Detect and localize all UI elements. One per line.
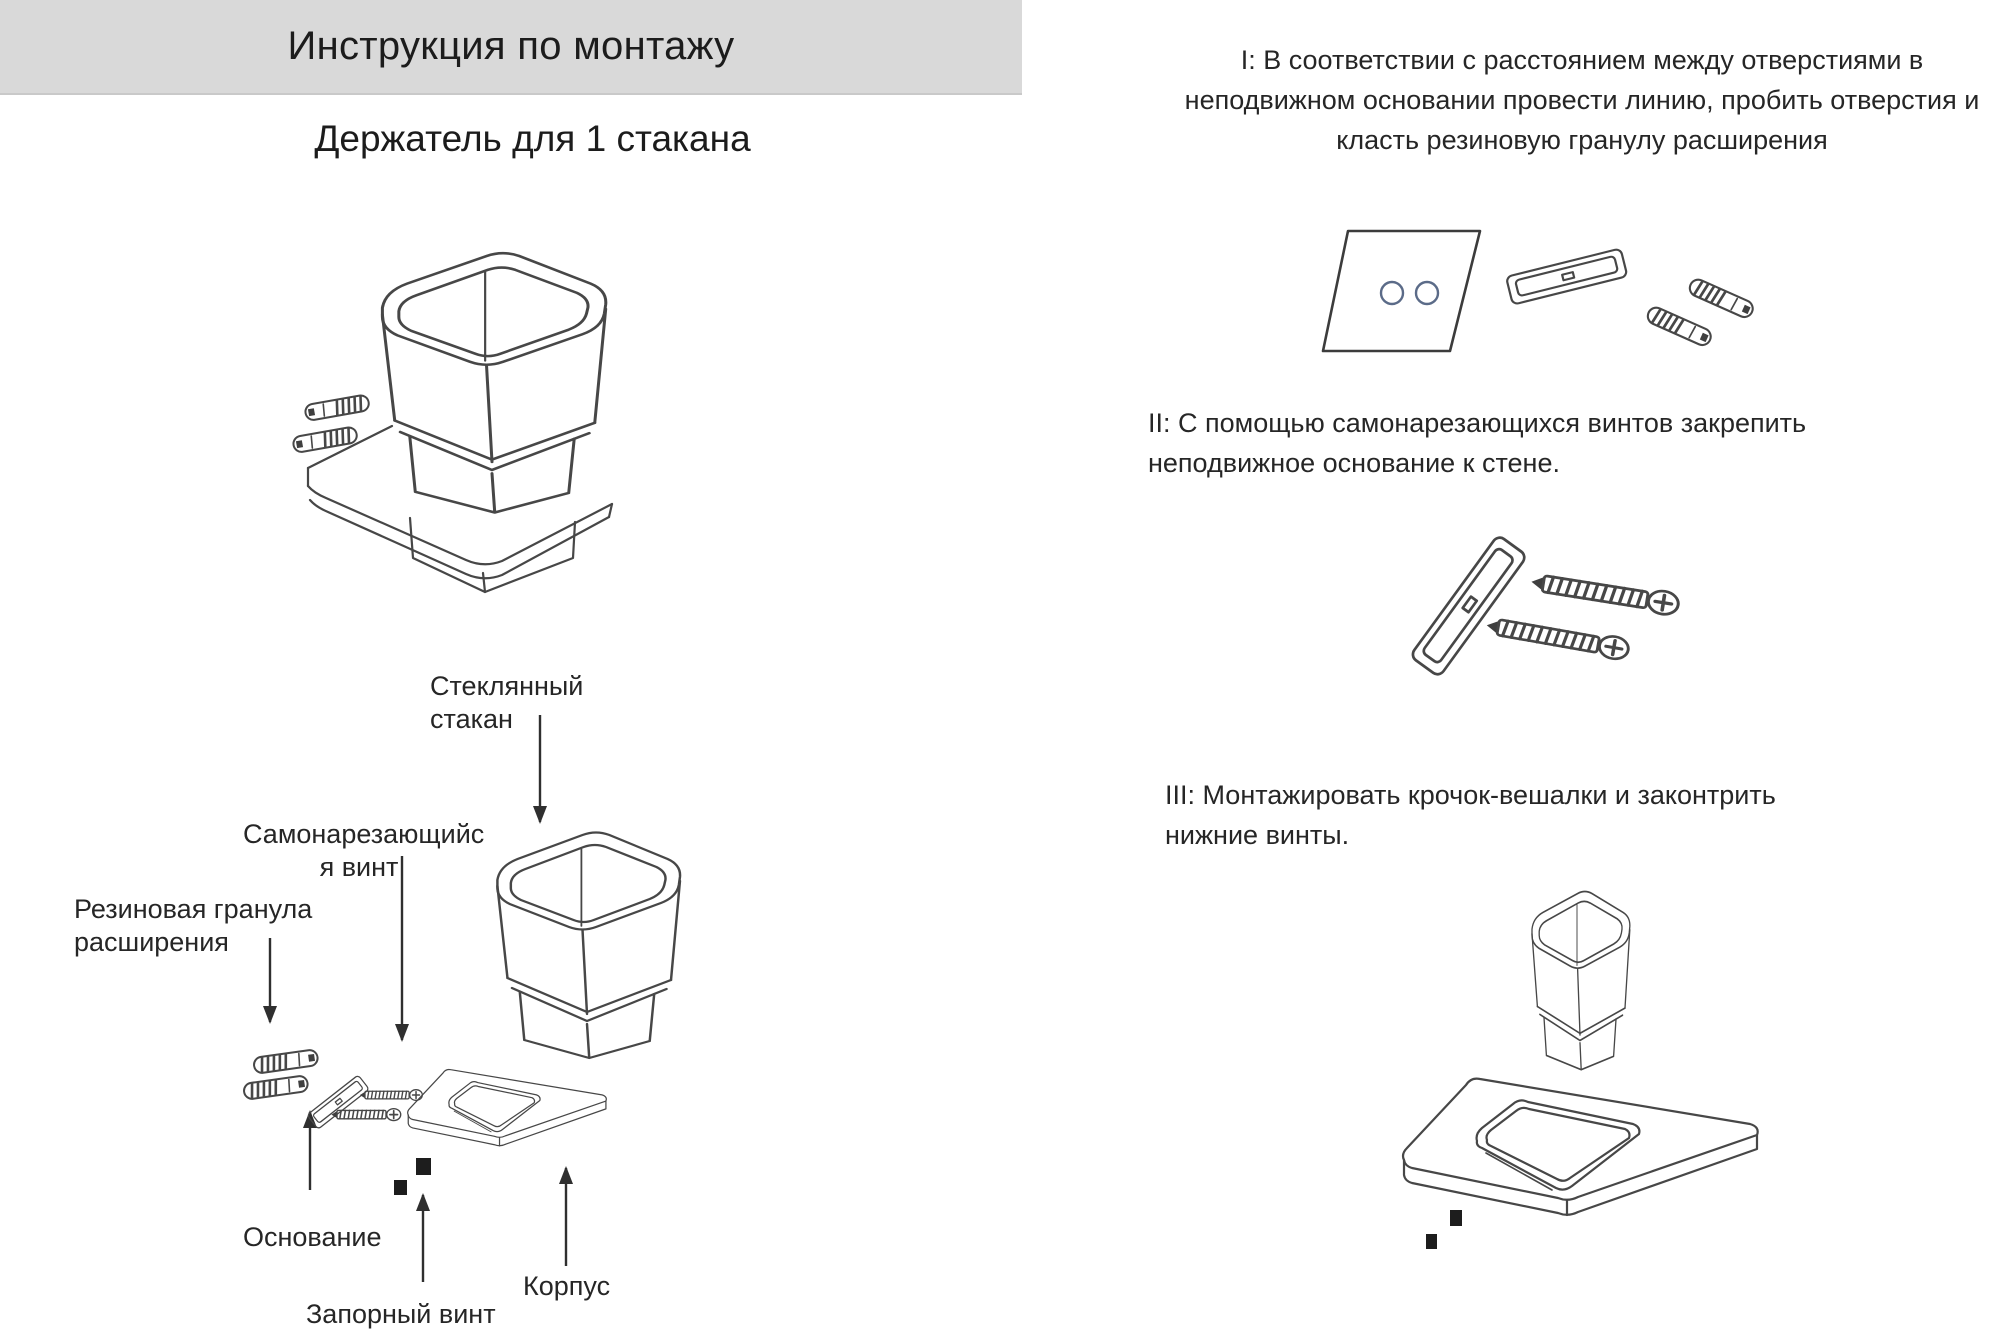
wall-screw-stud-icon <box>302 392 372 423</box>
holder-body-drawing <box>1401 1077 1759 1217</box>
mounting-base-drawing <box>1408 533 1529 679</box>
rubber-expansion-anchor-icon <box>1643 303 1715 350</box>
drill-hole-icon <box>1414 280 1440 306</box>
glass-cup-drawing <box>1531 890 1631 1071</box>
rubber-expansion-anchor-icon <box>241 1073 310 1102</box>
label-body: Корпус <box>523 1271 611 1301</box>
holder-shelf-drawing <box>306 424 614 594</box>
assembled-cup-holder-drawing <box>290 251 614 594</box>
page-title: Инструкция по монтажу <box>287 24 735 68</box>
step-2-drawing <box>1408 533 1682 679</box>
rubber-expansion-anchor-icon <box>1685 275 1757 322</box>
locking-screw-icon <box>416 1158 431 1175</box>
exploded-diagram <box>241 715 682 1282</box>
mounting-base-drawing <box>1504 247 1629 306</box>
locking-screw-icon <box>1426 1234 1437 1249</box>
step-1-drawing <box>1321 229 1757 353</box>
self-tapping-screw-icon <box>330 1107 402 1122</box>
label-base: Основание <box>243 1222 382 1252</box>
label-glass-cup: Стеклянный стакан <box>430 671 584 734</box>
drill-hole-icon <box>1379 280 1405 306</box>
glass-cup-drawing <box>496 831 682 1060</box>
locking-screw-icon <box>1450 1210 1462 1226</box>
self-tapping-screw-icon <box>1483 612 1632 663</box>
label-self-tapping-screw: Самонарезающийс я винт <box>243 819 485 882</box>
step-3-drawing <box>1401 890 1759 1249</box>
locking-screw-icon <box>394 1180 407 1195</box>
rubber-expansion-anchor-icon <box>251 1047 320 1076</box>
step-1-text: I: В соответствии с расстоянием между от… <box>1184 45 1980 155</box>
label-rubber-granule: Резиновая гранула расширения <box>74 894 313 957</box>
glass-cup-drawing <box>380 251 608 515</box>
title-banner: Инструкция по монтажу <box>0 0 1022 95</box>
wall-plate-drawing <box>1321 229 1482 353</box>
self-tapping-screw-icon <box>1527 568 1682 619</box>
label-locking-screw: Запорный винт <box>306 1299 496 1329</box>
self-tapping-screw-icon <box>359 1088 424 1102</box>
step-3-text: III: Монтажировать крочок-вешалки и зако… <box>1165 780 1776 850</box>
step-2-text: II: С помощью самонарезающихся винтов за… <box>1148 408 1807 478</box>
product-subtitle: Держатель для 1 стакана <box>314 118 751 159</box>
mounting-base-drawing <box>306 1074 370 1130</box>
holder-body-drawing <box>407 1068 607 1147</box>
